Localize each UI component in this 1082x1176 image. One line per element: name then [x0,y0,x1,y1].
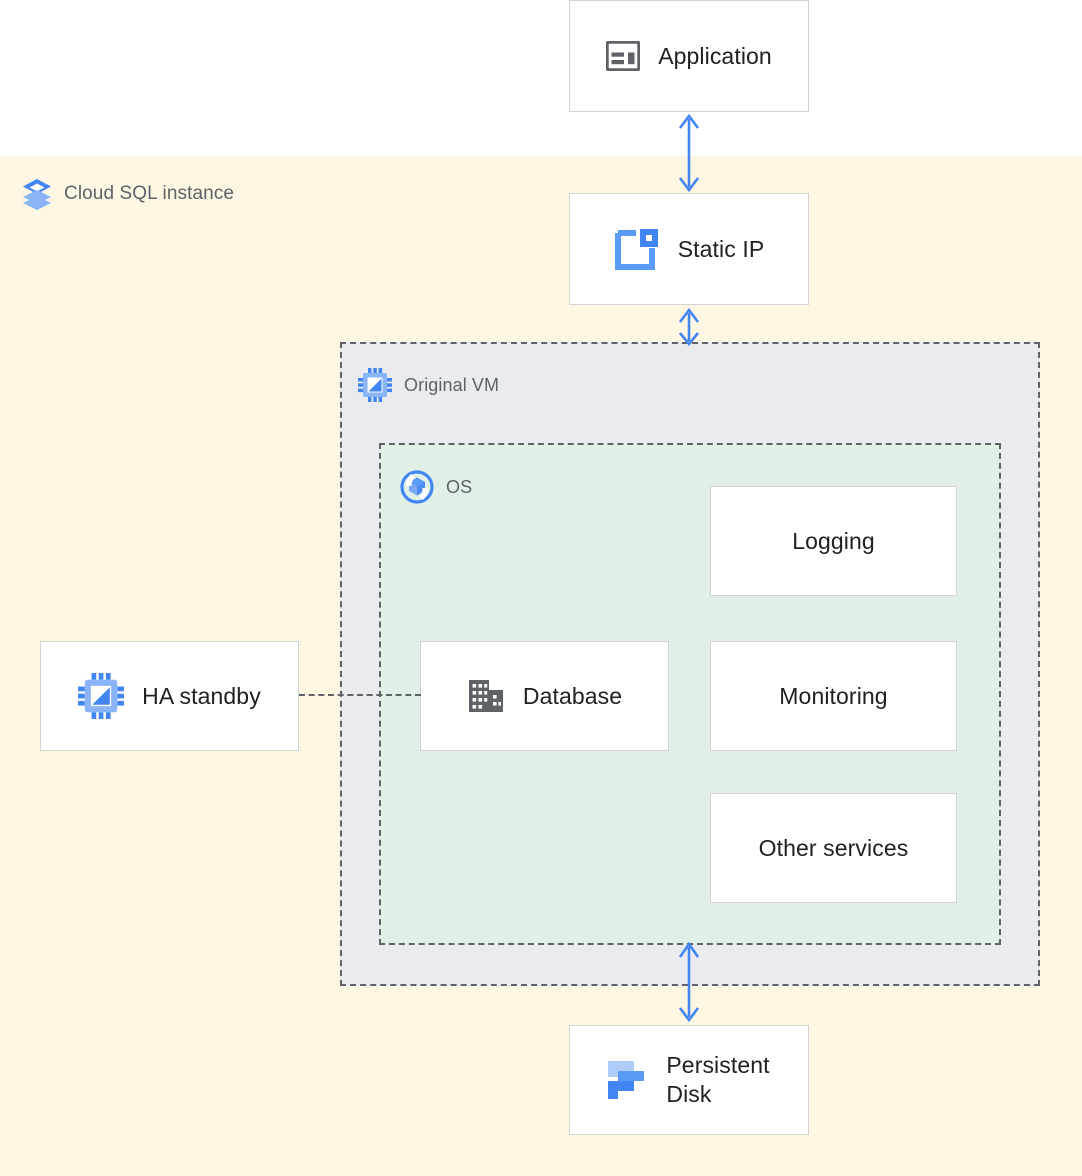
static-ip-icon [614,227,660,271]
node-logging[interactable]: Logging [710,486,957,596]
persistent-disk-icon [608,1059,648,1101]
node-label-line-1: Persistent [666,1052,770,1079]
node-label: Other services [758,834,909,861]
connector-ha-standby-to-database [299,694,421,696]
node-other-services[interactable]: Other services [710,793,957,903]
region-label-text: Original VM [404,374,500,395]
node-label: Logging [792,527,875,554]
region-label-text: OS [446,476,473,497]
node-label: Database [522,682,623,709]
os-container-icon [400,470,434,504]
database-building-icon [467,678,505,714]
node-label: Monitoring [779,682,888,709]
node-static-ip[interactable]: Static IP [569,193,809,305]
node-label: Application [658,42,772,69]
region-label-os: OS [400,470,472,504]
node-monitoring[interactable]: Monitoring [710,641,957,751]
vm-chip-icon [358,368,392,402]
node-ha-standby[interactable]: HA standby [40,641,299,751]
application-window-icon [605,40,641,72]
cloud-sql-stack-icon [22,178,52,210]
node-label: HA standby [142,682,261,709]
vm-chip-icon [78,673,125,719]
node-label-line-2: Disk [666,1081,712,1107]
node-database[interactable]: Database [420,641,669,751]
node-label: Static IP [677,235,765,262]
region-label-original-vm: Original VM [358,368,499,402]
node-application[interactable]: Application [569,0,809,112]
connector-vm-to-persistent-disk [678,941,700,1023]
region-label-cloud-sql-instance: Cloud SQL instance [22,178,234,210]
connector-application-to-static-ip [678,113,700,193]
connector-static-ip-to-vm [678,307,700,347]
region-label-text: Cloud SQL instance [64,183,235,204]
